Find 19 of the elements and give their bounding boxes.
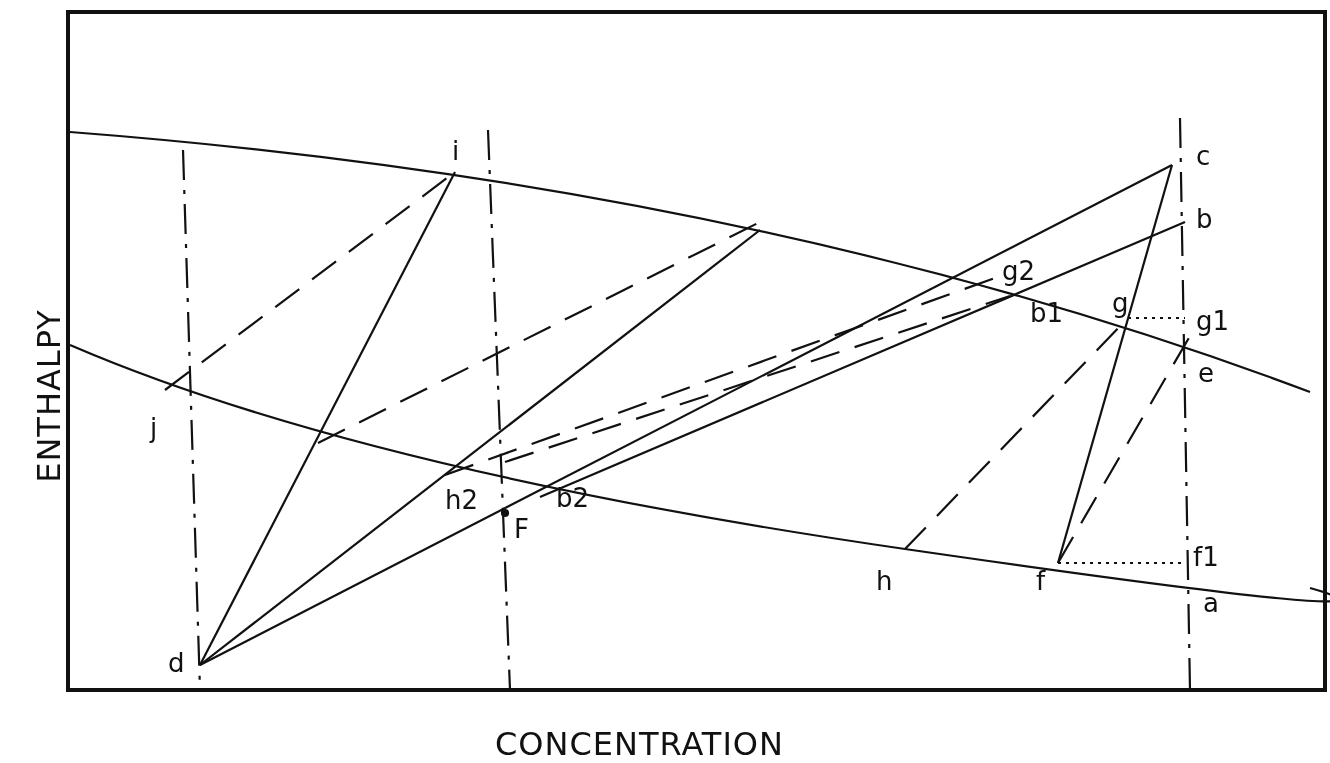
point-label: e bbox=[1198, 360, 1214, 386]
axis-title: ENTHALPY bbox=[32, 309, 65, 483]
point-label: a bbox=[1203, 590, 1219, 616]
point-label: c bbox=[1196, 143, 1211, 169]
point-label: g1 bbox=[1196, 308, 1230, 334]
point-label: h2 bbox=[445, 487, 479, 513]
point-label: b bbox=[1196, 206, 1213, 232]
point-label: d bbox=[168, 650, 185, 676]
point-label: F bbox=[514, 516, 529, 542]
point-label: i bbox=[452, 138, 460, 164]
point-label: j bbox=[150, 415, 158, 441]
point-label: f bbox=[1036, 568, 1046, 594]
point-label: h bbox=[876, 568, 893, 594]
point-label: g bbox=[1112, 290, 1129, 316]
point-label: b2 bbox=[556, 485, 590, 511]
point-label: b1 bbox=[1030, 300, 1064, 326]
point-label: f1 bbox=[1193, 544, 1219, 570]
axis-title: CONCENTRATION bbox=[495, 728, 784, 760]
point-label: g2 bbox=[1002, 258, 1036, 284]
